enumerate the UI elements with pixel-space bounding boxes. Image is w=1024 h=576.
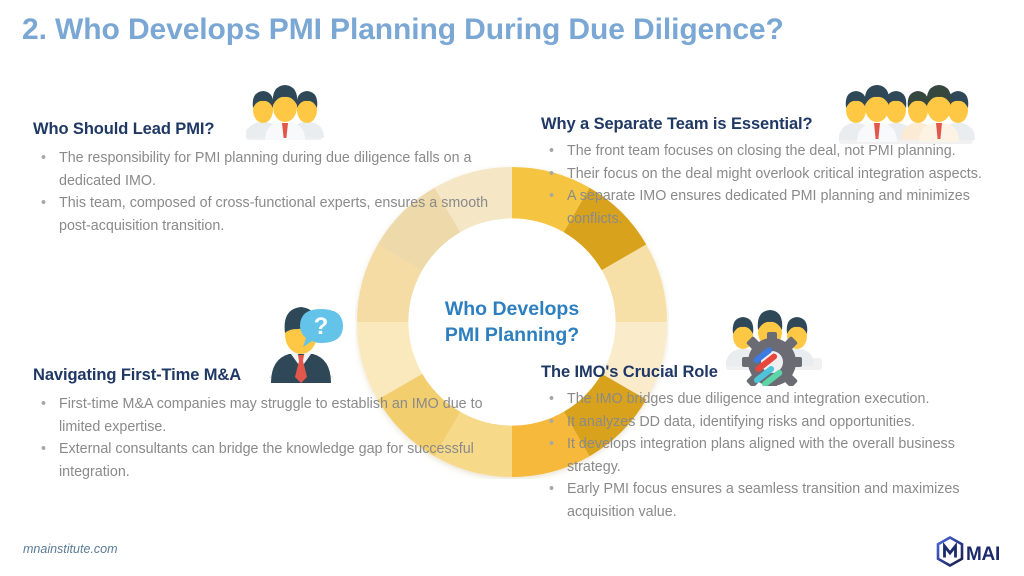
list-item: • A separate IMO ensures dedicated PMI pl…	[541, 185, 993, 230]
list-item: • It develops integration plans aligned w…	[541, 433, 993, 478]
bullet-list: • The front team focuses on closing the d…	[541, 140, 993, 230]
block-title: Who Should Lead PMI?	[33, 120, 215, 138]
donut-segment	[434, 167, 512, 234]
bullet-dot-icon: •	[41, 150, 47, 166]
bullet-dot-icon: •	[549, 413, 555, 430]
bullet-dot-icon: •	[549, 165, 555, 182]
list-item-text: The responsibility for PMI planning duri…	[59, 150, 472, 189]
list-item: • It analyzes DD data, identifying risks …	[541, 411, 993, 434]
list-item-text: Early PMI focus ensures a seamless trans…	[567, 481, 960, 520]
donut-segment	[600, 322, 667, 400]
bullet-dot-icon: •	[549, 436, 555, 452]
donut-chart-svg	[357, 167, 667, 477]
people-gear-icon	[718, 300, 830, 392]
hexagon-m-logo-icon	[935, 536, 965, 573]
donut-segment	[434, 410, 512, 477]
block-why-separate-team: Why a Separate Team is Essential? • The f…	[541, 115, 993, 230]
list-item: • External consultants can bridge the kno…	[33, 438, 503, 483]
bullet-dot-icon: •	[549, 481, 555, 497]
bullet-dot-icon: •	[549, 188, 555, 204]
block-who-should-lead-pmi: Who Should Lead PMI? • The responsibility…	[33, 120, 503, 237]
list-item: • This team, composed of cross-functional…	[33, 192, 503, 237]
donut-segment	[357, 244, 424, 322]
brand-logo-text: MAI	[966, 543, 1000, 565]
donut-segment	[563, 373, 647, 457]
people-group-icon	[240, 82, 328, 149]
donut-segment	[600, 244, 667, 322]
donut-segment	[512, 410, 590, 477]
donut-chart: Who Develops PMI Planning?	[355, 165, 669, 479]
donut-segment	[563, 187, 647, 271]
list-item-text: This team, composed of cross-functional …	[59, 195, 489, 234]
list-item-text: Their focus on the deal might overlook c…	[567, 165, 982, 182]
bullet-dot-icon: •	[549, 391, 555, 407]
donut-segment-group	[357, 167, 667, 477]
list-item-text: External consultants can bridge the know…	[59, 441, 474, 480]
block-header: Navigating First-Time M&A	[33, 366, 503, 385]
two-people-groups-icon	[835, 80, 977, 153]
block-imo-crucial-role: The IMO's Crucial Role • The IMO bridges …	[541, 363, 993, 523]
bullet-list: • The responsibility for PMI planning dur…	[33, 147, 503, 237]
block-title: Navigating First-Time M&A	[33, 366, 242, 384]
block-navigating-first-time-ma: Navigating First-Time M&A • First-time M&…	[33, 366, 503, 483]
donut-segment	[512, 167, 590, 234]
businessman-question-icon: ?	[265, 305, 349, 388]
svg-text:?: ?	[314, 313, 329, 340]
block-header: Who Should Lead PMI?	[33, 120, 503, 139]
page-title: 2. Who Develops PMI Planning During Due …	[22, 13, 784, 46]
footer-website-link[interactable]: mnainstitute.com	[23, 542, 118, 556]
list-item-text: A separate IMO ensures dedicated PMI pla…	[567, 188, 970, 227]
bullet-dot-icon: •	[41, 396, 47, 412]
list-item: • Their focus on the deal might overlook …	[541, 163, 993, 186]
bullet-list: • First-time M&A companies may struggle t…	[33, 393, 503, 483]
list-item-text: The IMO bridges due diligence and integr…	[567, 391, 930, 407]
donut-segment	[357, 322, 424, 400]
list-item: • First-time M&A companies may struggle t…	[33, 393, 503, 438]
brand-logo: MAI	[935, 536, 1000, 573]
donut-segment	[377, 373, 461, 457]
block-title: Why a Separate Team is Essential?	[541, 115, 813, 133]
block-header: The IMO's Crucial Role	[541, 363, 993, 382]
bullet-dot-icon: •	[549, 143, 555, 159]
bullet-dot-icon: •	[41, 195, 47, 211]
list-item-text: It develops integration plans aligned wi…	[567, 436, 955, 475]
list-item: • Early PMI focus ensures a seamless tran…	[541, 478, 993, 523]
donut-segment	[377, 187, 461, 271]
bullet-list: • The IMO bridges due diligence and integ…	[541, 388, 993, 523]
list-item-text: The front team focuses on closing the de…	[567, 143, 956, 159]
block-header: Why a Separate Team is Essential?	[541, 115, 993, 134]
list-item: • The IMO bridges due diligence and integ…	[541, 388, 993, 411]
list-item: • The responsibility for PMI planning dur…	[33, 147, 503, 192]
bullet-dot-icon: •	[41, 441, 47, 457]
donut-hole	[408, 218, 616, 426]
block-title: The IMO's Crucial Role	[541, 363, 718, 381]
list-item: • The front team focuses on closing the d…	[541, 140, 993, 163]
list-item-text: It analyzes DD data, identifying risks a…	[567, 413, 916, 430]
list-item-text: First-time M&A companies may struggle to…	[59, 396, 483, 435]
